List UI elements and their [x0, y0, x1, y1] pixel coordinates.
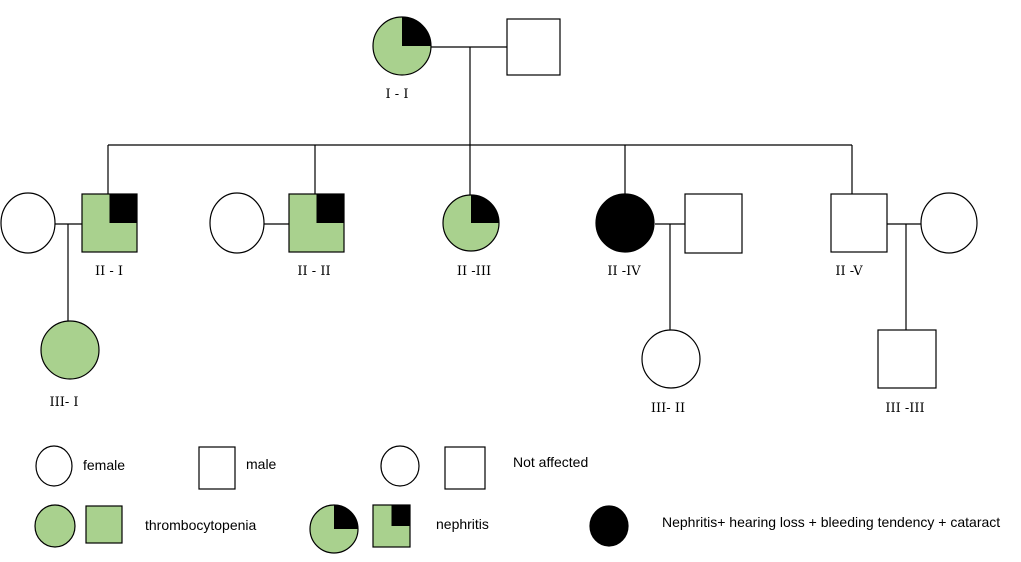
- legend-male-label: male: [246, 456, 277, 472]
- label-II-III: II -III: [457, 264, 491, 279]
- legend-male-symbol: [198, 446, 236, 490]
- legend-female-symbol: [35, 445, 73, 487]
- female-symbol: [920, 192, 978, 254]
- individual-I-I: I - I: [372, 16, 432, 102]
- spouse-II-V: [920, 192, 978, 254]
- individual-II-II: II - II: [288, 193, 345, 279]
- female-symbol: [40, 320, 100, 380]
- female-symbol: [641, 329, 701, 389]
- male-symbol: [830, 193, 888, 253]
- label-II-I: II - I: [95, 264, 123, 279]
- legend-unaffected-male-symbol: [444, 446, 486, 490]
- female-symbol-full-phenotype: [595, 193, 655, 253]
- legend-nephritis-male-quadrant: [391, 505, 410, 526]
- male-symbol: [684, 193, 743, 254]
- individual-II-III: II -III: [442, 194, 500, 279]
- legend-full-phenotype-symbol: [589, 505, 629, 547]
- individual-II-I: II - I: [81, 193, 138, 279]
- spouse-II-II: [209, 192, 265, 254]
- label-III-III: III -III: [885, 401, 924, 416]
- label-II-II: II - II: [297, 264, 330, 279]
- label-III-I: III- I: [49, 395, 78, 410]
- legend-full-phenotype-label: Nephritis+ hearing loss + bleeding tende…: [662, 514, 1000, 530]
- individual-III-III: III -III: [877, 329, 937, 416]
- legend-nephritis-label: nephritis: [436, 516, 489, 532]
- legend-nephritis-quadrant: [334, 505, 358, 529]
- female-symbol: [0, 192, 56, 254]
- nephritis-quadrant: [109, 194, 137, 223]
- individual-II-IV: II -IV: [595, 193, 655, 279]
- legend-thrombocytopenia-male-symbol: [85, 505, 123, 544]
- nephritis-quadrant: [402, 17, 431, 46]
- individual-II-V: II -V: [830, 193, 888, 279]
- legend-not-affected-label: Not affected: [513, 454, 588, 470]
- pedigree-lines: [54, 46, 921, 330]
- male-symbol: [877, 329, 937, 389]
- legend: female male Not affected thrombocytopeni…: [34, 445, 1000, 554]
- nephritis-quadrant: [316, 194, 344, 223]
- individual-I-spouse: [506, 18, 561, 76]
- male-symbol: [506, 18, 561, 76]
- female-symbol: [209, 192, 265, 254]
- nephritis-quadrant: [471, 195, 499, 223]
- legend-female-label: female: [83, 457, 125, 473]
- label-III-II: III- II: [651, 401, 685, 416]
- individual-III-II: III- II: [641, 329, 701, 416]
- label-II-V: II -V: [835, 264, 863, 279]
- legend-thrombocytopenia-female-symbol: [34, 504, 76, 548]
- individual-III-I: III- I: [40, 320, 100, 410]
- legend-thrombocytopenia-label: thrombocytopenia: [145, 517, 257, 533]
- legend-unaffected-female-symbol: [380, 445, 420, 487]
- label-I-I: I - I: [386, 87, 409, 102]
- spouse-II-I: [0, 192, 56, 254]
- spouse-II-IV: [684, 193, 743, 254]
- label-II-IV: II -IV: [607, 264, 641, 279]
